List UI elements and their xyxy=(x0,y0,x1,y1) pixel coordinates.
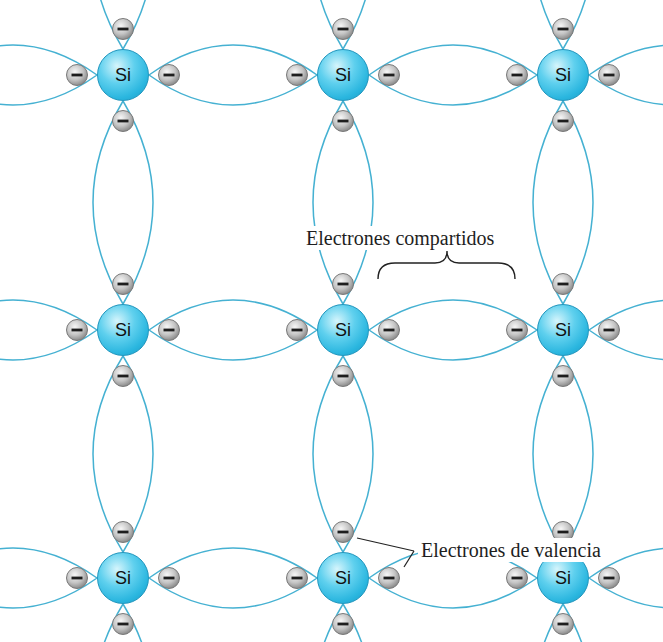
valence-electron xyxy=(113,274,134,295)
valence-electron xyxy=(67,568,88,589)
valence-electron xyxy=(599,65,620,86)
covalent-bond xyxy=(149,548,317,608)
valence-electron xyxy=(113,614,134,635)
covalent-bond xyxy=(313,101,373,304)
valence-electron xyxy=(113,522,134,543)
valence-electron xyxy=(113,111,134,132)
outer-bond xyxy=(313,604,373,642)
silicon-atom: Si xyxy=(317,552,369,604)
leader-line xyxy=(357,538,414,551)
brace xyxy=(378,251,515,279)
valence-electron xyxy=(113,19,134,40)
outer-bond xyxy=(93,0,153,49)
silicon-atom: Si xyxy=(317,304,369,356)
outer-bond xyxy=(313,0,373,49)
atom-symbol: Si xyxy=(335,321,351,339)
leader-group xyxy=(357,538,414,567)
silicon-atom: Si xyxy=(97,552,149,604)
valence-electron xyxy=(553,111,574,132)
atom-symbol: Si xyxy=(335,66,351,84)
covalent-bond xyxy=(93,356,153,552)
valence-electron xyxy=(379,320,400,341)
covalent-bond xyxy=(533,356,593,552)
outer-bond xyxy=(589,300,663,360)
silicon-atom: Si xyxy=(537,304,589,356)
covalent-bond xyxy=(369,300,537,360)
valence-electron xyxy=(507,65,528,86)
valence-electron xyxy=(159,320,180,341)
valence-electron xyxy=(599,568,620,589)
covalent-bond xyxy=(149,45,317,105)
silicon-atom: Si xyxy=(97,304,149,356)
outer-bond xyxy=(533,604,593,642)
valence-electron xyxy=(67,65,88,86)
valence-electron xyxy=(287,568,308,589)
outer-bond xyxy=(0,300,97,360)
valence-electron xyxy=(379,65,400,86)
valence-electron xyxy=(333,274,354,295)
leader-line xyxy=(404,551,414,567)
valence-electron xyxy=(379,568,400,589)
atom-symbol: Si xyxy=(555,569,571,587)
valence-electron xyxy=(553,614,574,635)
covalent-bond xyxy=(313,356,373,552)
outer-bond xyxy=(533,0,593,49)
valence-electron xyxy=(333,614,354,635)
valence-electron xyxy=(333,19,354,40)
atom-symbol: Si xyxy=(115,569,131,587)
atom-symbol: Si xyxy=(115,321,131,339)
atom-symbol: Si xyxy=(335,569,351,587)
covalent-bond xyxy=(149,300,317,360)
outer-bond xyxy=(0,45,97,105)
covalent-bond xyxy=(533,101,593,304)
valence-electron xyxy=(333,522,354,543)
valence-electron xyxy=(287,65,308,86)
atom-symbol: Si xyxy=(115,66,131,84)
valence-electron xyxy=(553,274,574,295)
outer-bond xyxy=(0,548,97,608)
valence-electron xyxy=(333,366,354,387)
silicon-atom: Si xyxy=(317,49,369,101)
electron-group xyxy=(67,19,620,635)
outer-bond xyxy=(93,604,153,642)
valence-electron xyxy=(553,366,574,387)
valence-electron xyxy=(67,320,88,341)
atom-symbol: Si xyxy=(555,321,571,339)
valence-electron xyxy=(507,568,528,589)
valence-electron xyxy=(159,568,180,589)
covalent-bond xyxy=(93,101,153,304)
valence-electron xyxy=(287,320,308,341)
valence-electron xyxy=(333,111,354,132)
valence-electron xyxy=(113,366,134,387)
annotation-label: Electrones de valencia xyxy=(418,538,604,562)
outer-bond xyxy=(589,45,663,105)
annotation-label: Electrones compartidos xyxy=(303,226,497,250)
silicon-atom: Si xyxy=(97,49,149,101)
valence-electron xyxy=(553,19,574,40)
atom-symbol: Si xyxy=(555,66,571,84)
valence-electron xyxy=(507,320,528,341)
covalent-bond xyxy=(369,45,537,105)
valence-electron xyxy=(599,320,620,341)
valence-electron xyxy=(159,65,180,86)
silicon-atom: Si xyxy=(537,49,589,101)
